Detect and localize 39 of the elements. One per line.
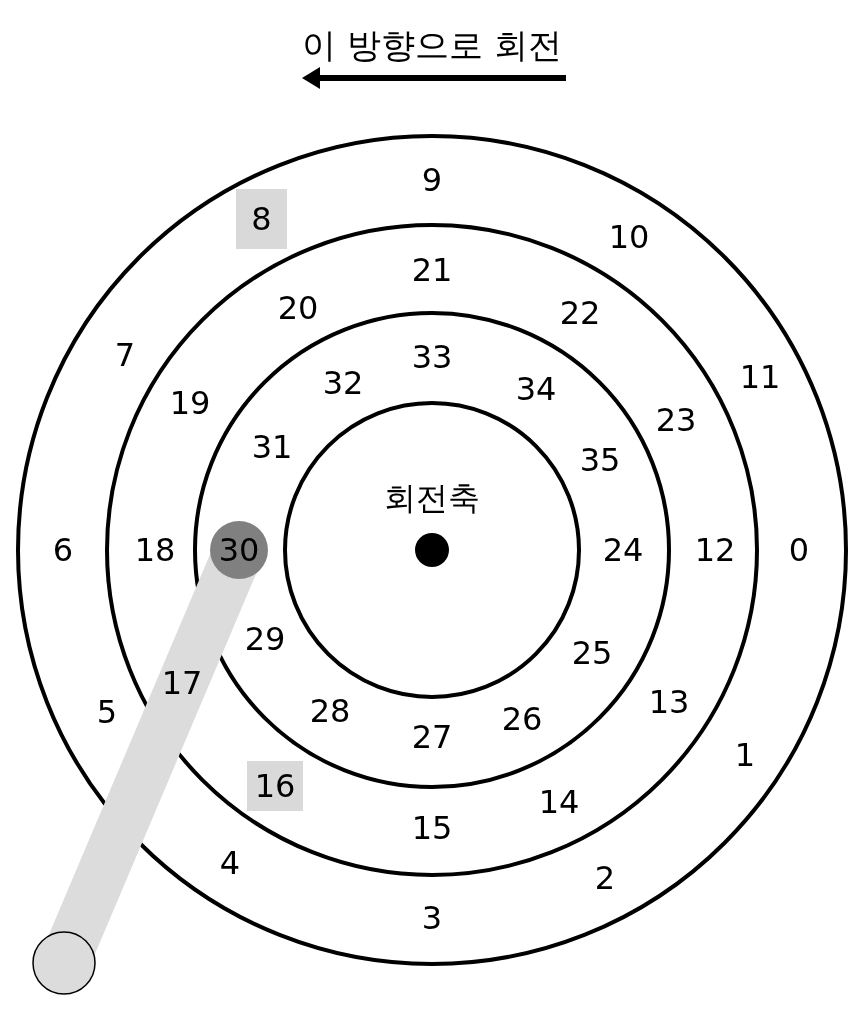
sector-number: 4 [219,847,241,879]
sector-number: 2 [594,862,616,894]
sector-number: 17 [161,667,203,699]
sector-number: 24 [602,534,644,566]
sector-number: 10 [608,221,650,253]
axis-label: 회전축 [384,482,480,514]
head-circle: 30 [210,521,268,579]
track-ring [16,134,848,966]
sector-number: 14 [538,786,580,818]
sector-number: 33 [411,341,453,373]
sector-number: 6 [52,534,74,566]
sector-number: 12 [694,534,736,566]
highlighted-sector-number: 8 [236,189,287,249]
sector-number: 28 [309,695,351,727]
sector-number: 5 [96,696,118,728]
sector-number: 9 [421,164,443,196]
sector-number: 25 [571,637,613,669]
sector-number: 21 [411,254,453,286]
sector-number: 13 [648,686,690,718]
sector-number: 3 [421,902,443,934]
sector-number: 23 [655,404,697,436]
sector-number: 20 [277,292,319,324]
sector-number: 35 [579,444,621,476]
sector-number: 11 [739,361,781,393]
sector-number: 15 [411,812,453,844]
direction-label: 이 방향으로 회전 [302,28,562,62]
sector-number: 22 [559,297,601,329]
sector-number: 7 [114,339,136,371]
sector-number: 18 [134,534,176,566]
sector-number: 1 [734,739,756,771]
sector-number: 19 [169,387,211,419]
sector-number: 27 [411,721,453,753]
sector-number: 31 [251,431,293,463]
sector-number: 34 [515,373,557,405]
sector-number: 32 [322,367,364,399]
sector-number: 29 [244,623,286,655]
sector-number: 0 [788,534,810,566]
sector-number: 26 [501,703,543,735]
highlighted-sector-number: 16 [247,761,303,811]
